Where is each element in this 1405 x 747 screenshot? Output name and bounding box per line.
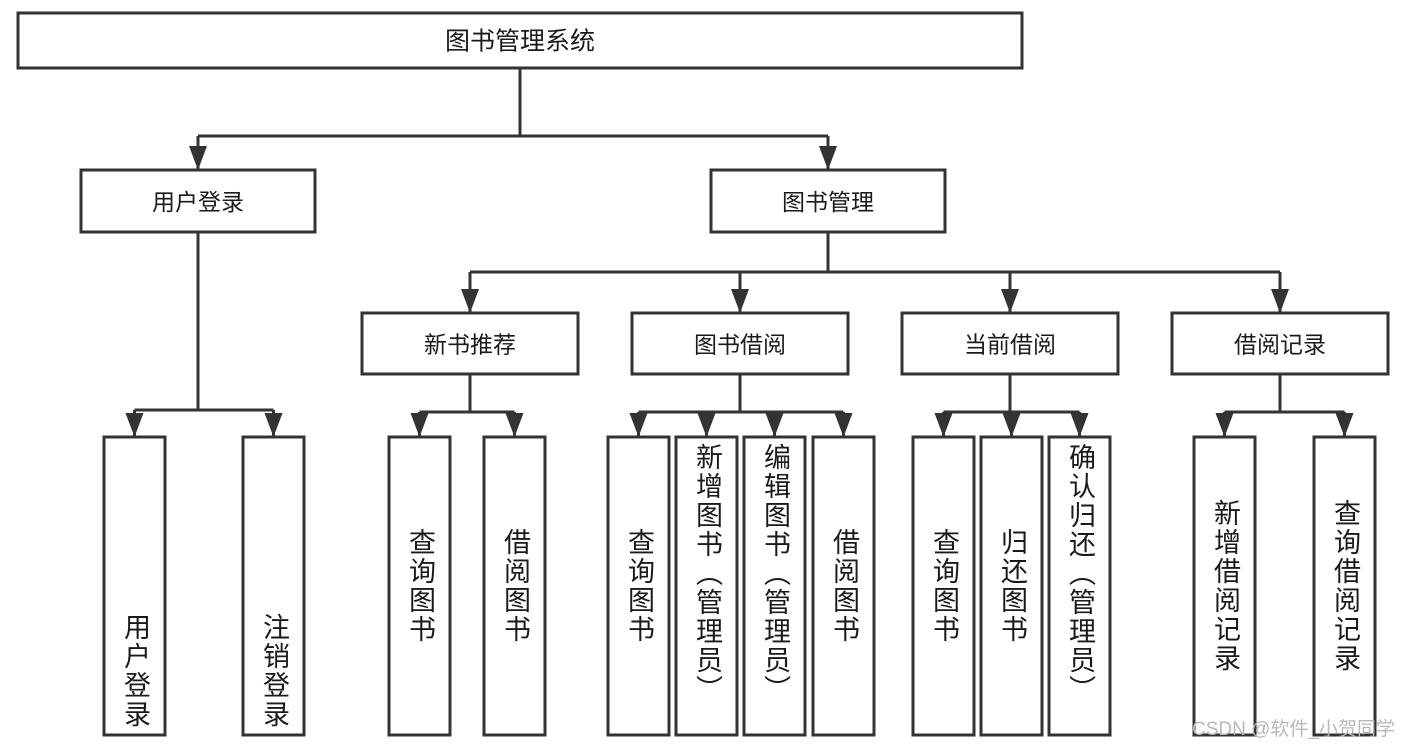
connector-layer	[125, 68, 1354, 437]
arrow-head-icon	[1335, 413, 1354, 437]
node-leaf-query-book-3[interactable]	[911, 435, 976, 737]
arrow-head-icon	[934, 413, 953, 437]
node-book-borrow[interactable]: 图书借阅	[630, 311, 850, 376]
arrow-head-icon	[189, 146, 207, 170]
arrow-head-icon	[125, 413, 144, 437]
arrow-head-icon	[264, 413, 283, 437]
arrow-head-icon	[1002, 413, 1021, 437]
node-leaf-user-login[interactable]	[102, 435, 167, 737]
node-leaf-add-book[interactable]	[674, 435, 739, 737]
node-leaf-confirm-return[interactable]	[1047, 435, 1112, 737]
arrow-head-icon	[834, 413, 853, 437]
node-label: 当前借阅	[964, 332, 1056, 358]
node-leaf-query-book-1[interactable]	[387, 435, 452, 737]
node-current-borrow[interactable]: 当前借阅	[900, 311, 1120, 376]
node-label: 图书管理系统	[445, 28, 595, 56]
arrow-head-icon	[461, 289, 479, 313]
node-leaf-add-record[interactable]	[1192, 435, 1257, 737]
arrow-head-icon	[505, 413, 524, 437]
node-leaf-borrow-book-2[interactable]	[811, 435, 876, 737]
node-label: 新书推荐	[424, 332, 516, 358]
node-label: 借阅记录	[1234, 332, 1326, 358]
node-label: 用户登录	[152, 189, 244, 215]
node-label: 图书管理	[782, 189, 874, 215]
arrow-head-icon	[1215, 413, 1234, 437]
node-leaf-edit-book[interactable]	[742, 435, 807, 737]
node-label: 图书借阅	[694, 332, 786, 358]
node-leaf-query-book-2[interactable]	[606, 435, 671, 737]
node-leaf-query-record[interactable]	[1312, 435, 1377, 737]
node-borrow-record[interactable]: 借阅记录	[1170, 311, 1390, 376]
arrow-head-icon	[629, 413, 648, 437]
arrow-head-icon	[731, 289, 749, 313]
node-user-login[interactable]: 用户登录	[79, 168, 317, 234]
node-new-book-recommend[interactable]: 新书推荐	[360, 311, 580, 376]
node-root-system[interactable]: 图书管理系统	[16, 11, 1024, 70]
node-book-manage[interactable]: 图书管理	[709, 168, 947, 234]
node-leaf-logout-login[interactable]	[241, 435, 306, 737]
node-leaf-return-book[interactable]	[979, 435, 1044, 737]
arrow-head-icon	[819, 146, 837, 170]
watermark: CSDN @软件_小贺同学	[1192, 719, 1395, 740]
arrow-head-icon	[1271, 289, 1289, 313]
arrow-head-icon	[1070, 413, 1089, 437]
arrow-head-icon	[765, 413, 784, 437]
arrow-head-icon	[697, 413, 716, 437]
arrow-head-icon	[1001, 289, 1019, 313]
arrow-head-icon	[410, 413, 429, 437]
node-leaf-borrow-book-1[interactable]	[482, 435, 547, 737]
